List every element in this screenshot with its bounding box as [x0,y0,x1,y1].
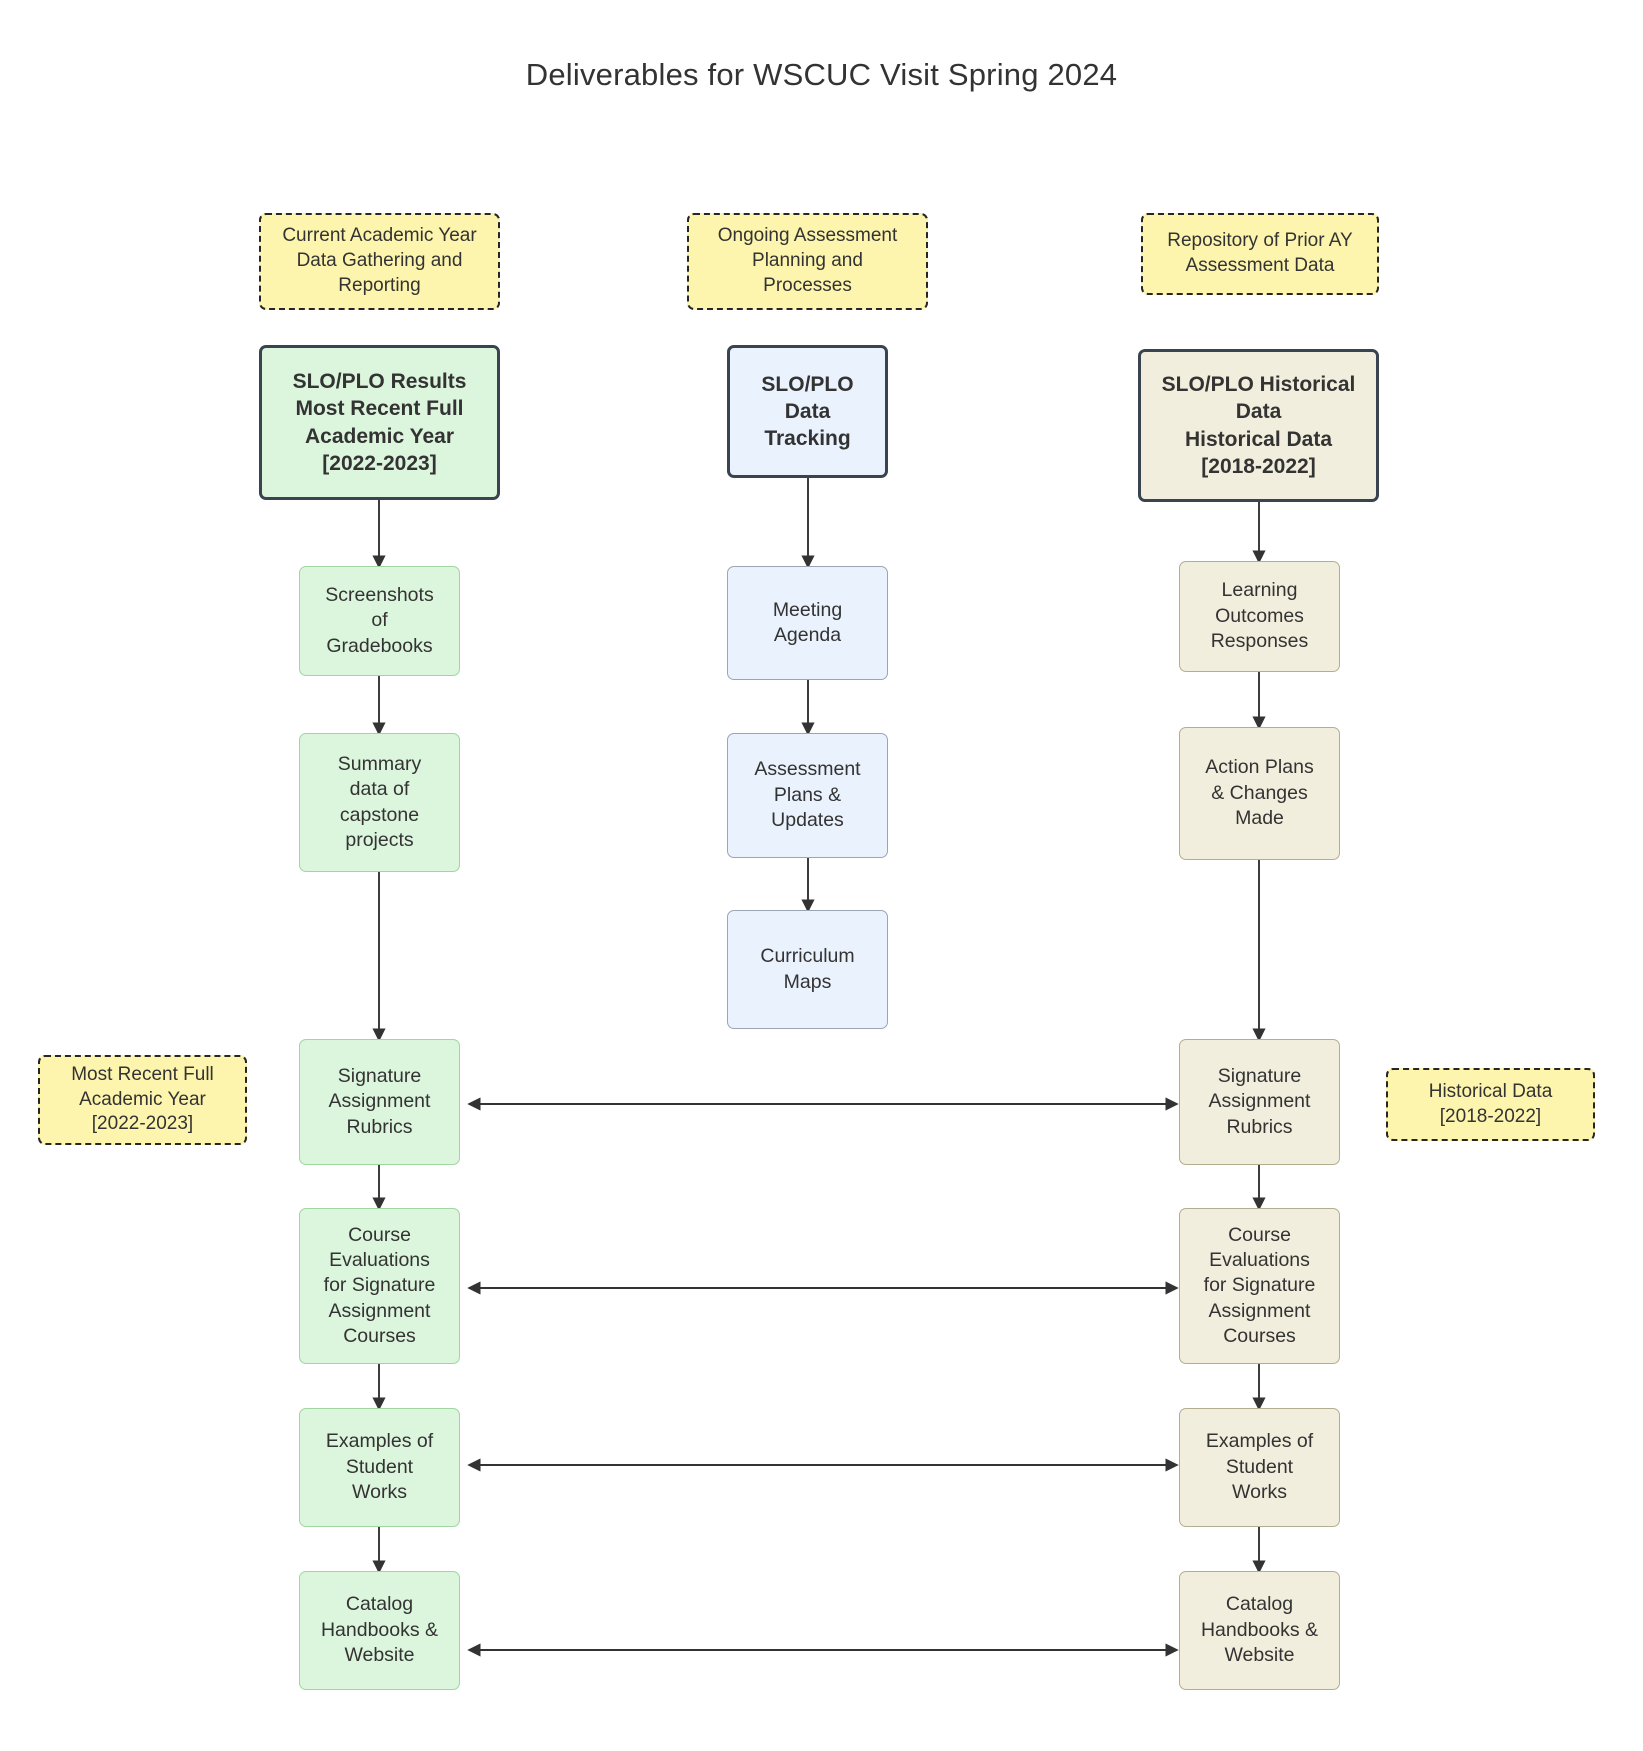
side-note-most-recent-full-academic-year: Most Recent Full Academic Year [2022-202… [38,1055,247,1145]
group-label-ongoing-assessment: Ongoing Assessment Planning and Processe… [687,213,928,310]
group-label-repository-prior-ay: Repository of Prior AY Assessment Data [1141,213,1379,295]
node-catalog-handbooks-website-historical[interactable]: Catalog Handbooks & Website [1179,1571,1340,1690]
node-curriculum-maps[interactable]: Curriculum Maps [727,910,888,1029]
node-signature-assignment-rubrics-current[interactable]: Signature Assignment Rubrics [299,1039,460,1165]
node-catalog-handbooks-website-current[interactable]: Catalog Handbooks & Website [299,1571,460,1690]
node-course-evaluations-current[interactable]: Course Evaluations for Signature Assignm… [299,1208,460,1364]
node-meeting-agenda[interactable]: Meeting Agenda [727,566,888,680]
node-action-plans-changes-made[interactable]: Action Plans & Changes Made [1179,727,1340,860]
group-label-current-academic-year: Current Academic Year Data Gathering and… [259,213,500,310]
node-summary-capstone-projects[interactable]: Summary data of capstone projects [299,733,460,872]
node-learning-outcomes-responses[interactable]: Learning Outcomes Responses [1179,561,1340,672]
node-course-evaluations-historical[interactable]: Course Evaluations for Signature Assignm… [1179,1208,1340,1364]
node-examples-of-student-works-current[interactable]: Examples of Student Works [299,1408,460,1527]
node-slo-plo-data-tracking[interactable]: SLO/PLO Data Tracking [727,345,888,478]
node-signature-assignment-rubrics-historical[interactable]: Signature Assignment Rubrics [1179,1039,1340,1165]
page-title: Deliverables for WSCUC Visit Spring 2024 [525,57,1118,92]
node-screenshots-of-gradebooks[interactable]: Screenshots of Gradebooks [299,566,460,676]
node-examples-of-student-works-historical[interactable]: Examples of Student Works [1179,1408,1340,1527]
node-assessment-plans-updates[interactable]: Assessment Plans & Updates [727,733,888,858]
node-slo-plo-results-current[interactable]: SLO/PLO Results Most Recent Full Academi… [259,345,500,500]
node-slo-plo-historical-data[interactable]: SLO/PLO Historical Data Historical Data … [1138,349,1379,502]
side-note-historical-data: Historical Data [2018-2022] [1386,1068,1595,1141]
